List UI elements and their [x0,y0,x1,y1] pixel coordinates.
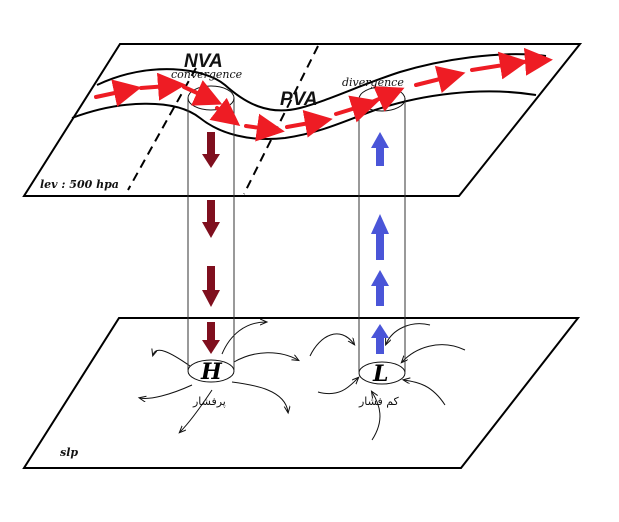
high-symbol: H [200,359,223,385]
jet-flow-arrows [94,47,553,142]
high-pressure-ellipse [187,359,235,383]
high-column [187,98,235,370]
surface-plane [22,317,581,469]
low-column [358,98,406,372]
upper-level-label: lev : 500 hpa [40,178,119,191]
low-inflow-arrows [309,323,466,441]
surface-level-label: slp [60,446,78,459]
high-outflow-arrows [140,322,298,432]
pva-label: PVA [280,89,318,110]
high-pressure-label: پرفشار [192,395,226,408]
divergence-label: divergence [342,76,404,89]
low-pressure-ellipse [358,361,406,385]
arrow-up-icon [371,132,389,354]
nva-label: NVA [184,51,223,72]
convergence-label: convergence [171,68,243,81]
low-pressure-label: کم فشار [358,395,400,408]
arrow-down-icon [202,132,220,354]
jet-stream-lower-edge [71,90,537,140]
low-symbol: L [372,361,388,387]
